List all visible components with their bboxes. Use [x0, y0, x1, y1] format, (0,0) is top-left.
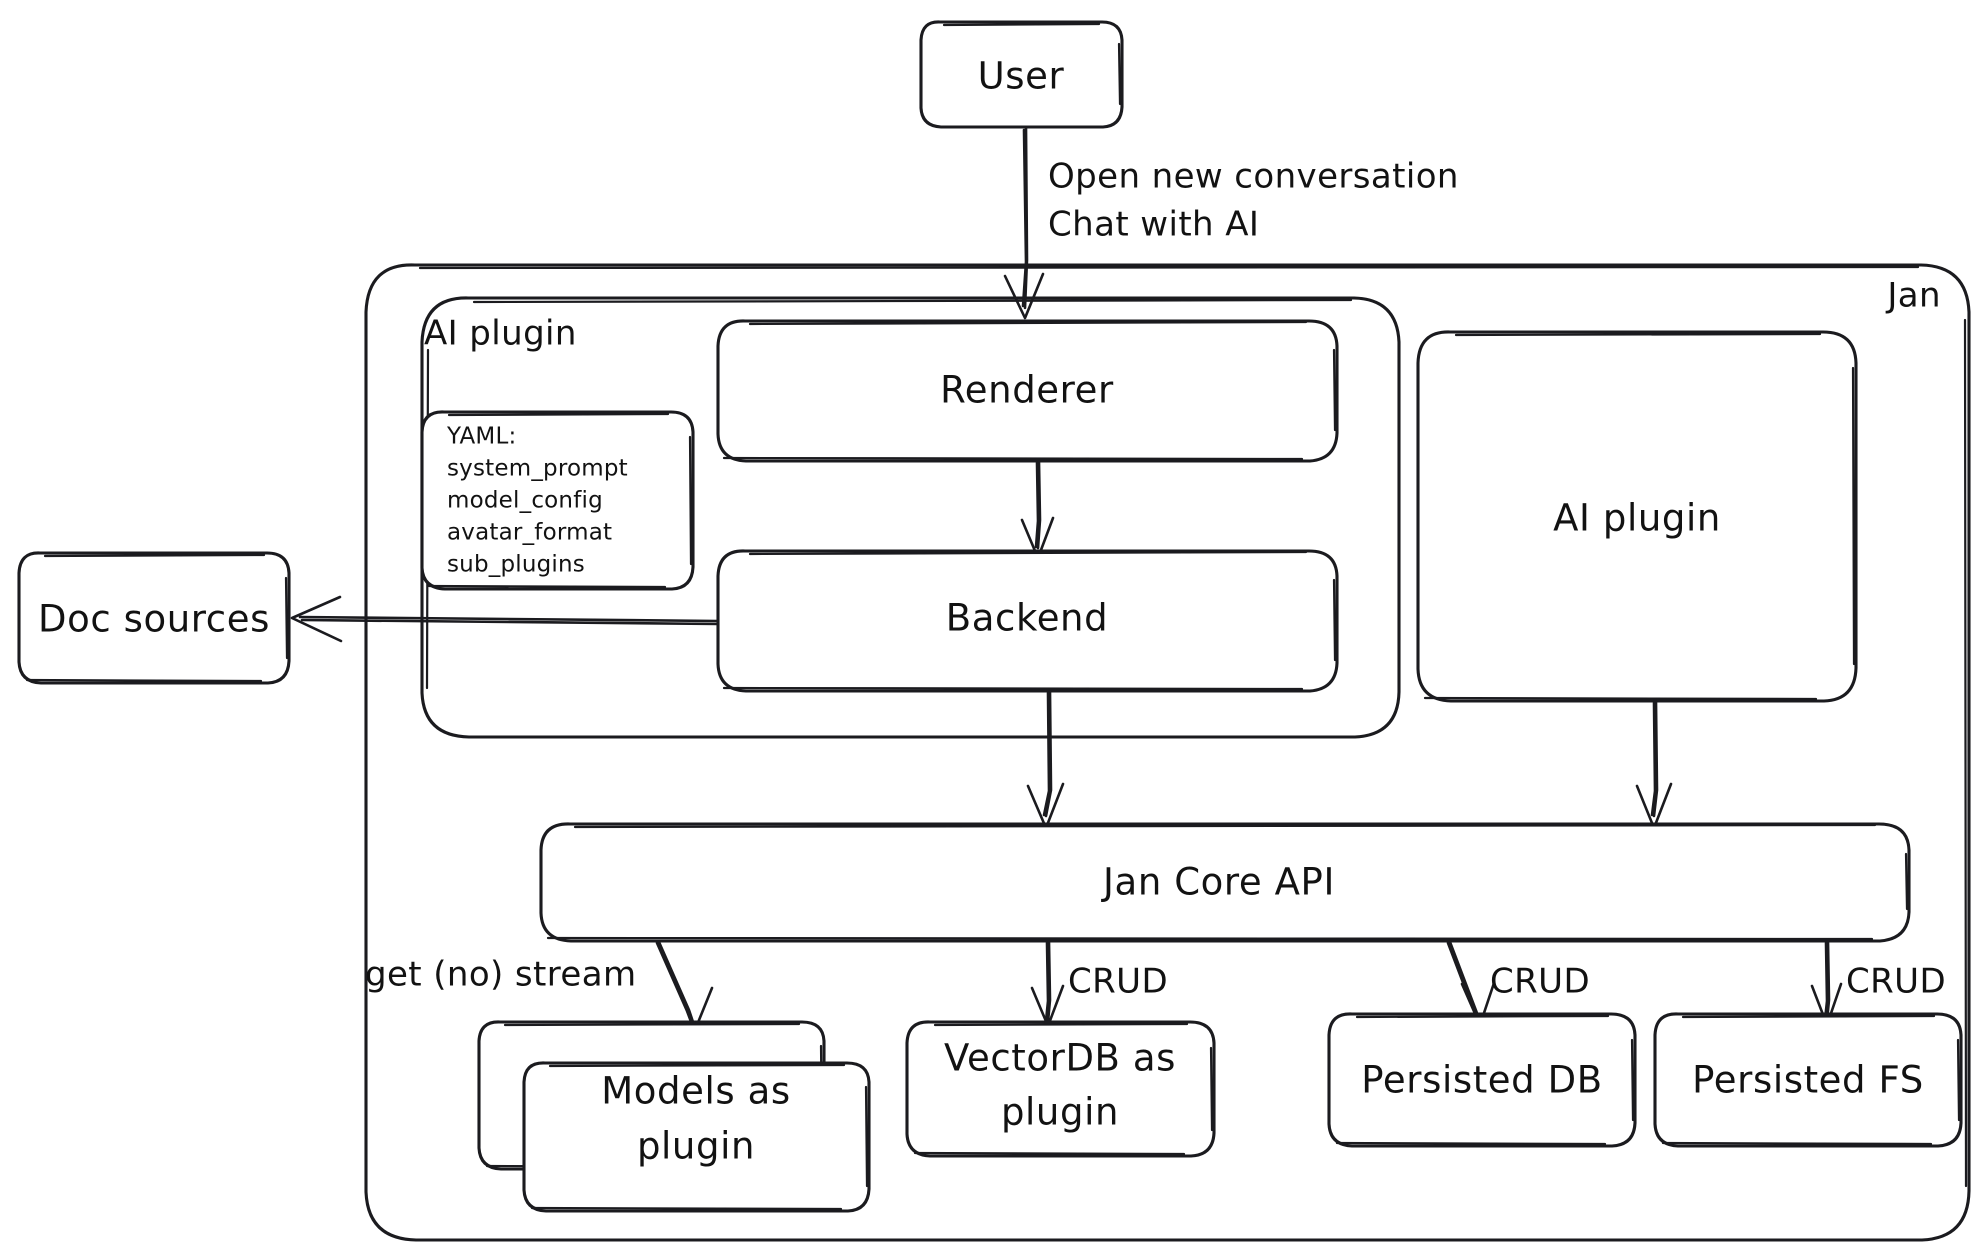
node-renderer[interactable]: Renderer	[716, 319, 1339, 463]
node-models-plugin-line1: Models as	[601, 1070, 790, 1113]
node-ai-plugin[interactable]: AI plugin	[1416, 330, 1858, 703]
node-user-label: User	[978, 55, 1065, 98]
node-backend[interactable]: Backend	[716, 549, 1339, 693]
edge-core-to-persisted-db: CRUD	[1446, 940, 1590, 1027]
yaml-heading: YAML:	[446, 424, 516, 450]
node-persisted-fs[interactable]: Persisted FS	[1653, 1012, 1963, 1148]
node-vectordb-plugin-line1: VectorDB as	[944, 1037, 1176, 1080]
edge-label-crud-fs: CRUD	[1846, 962, 1946, 1002]
node-persisted-db[interactable]: Persisted DB	[1327, 1012, 1637, 1148]
group-jan-label: Jan	[1885, 276, 1941, 316]
yaml-item-model-config: model_config	[447, 488, 603, 514]
node-doc-sources-label: Doc sources	[38, 598, 270, 641]
node-vectordb-plugin-line2: plugin	[1001, 1091, 1119, 1134]
edge-label-chat-with-ai: Chat with AI	[1048, 205, 1259, 245]
node-ai-plugin-label: AI plugin	[1553, 497, 1721, 540]
edge-label-get-no-stream: get (no) stream	[365, 955, 636, 995]
edge-label-crud-db: CRUD	[1490, 962, 1590, 1002]
group-ai-plugin-label: AI plugin	[424, 314, 577, 354]
node-renderer-label: Renderer	[940, 369, 1114, 412]
yaml-item-system-prompt: system_prompt	[447, 456, 628, 482]
node-doc-sources[interactable]: Doc sources	[17, 551, 291, 685]
yaml-item-sub-plugins: sub_plugins	[447, 552, 585, 578]
edge-label-crud-vectordb: CRUD	[1068, 962, 1168, 1002]
node-user[interactable]: User	[919, 20, 1124, 129]
node-persisted-fs-label: Persisted FS	[1692, 1059, 1924, 1102]
yaml-item-avatar-format: avatar_format	[447, 520, 612, 546]
node-models-plugin-line2: plugin	[637, 1125, 755, 1168]
card-yaml-config: YAML: system_prompt model_config avatar_…	[420, 410, 695, 591]
edge-user-to-renderer: Open new conversation Chat with AI	[1003, 126, 1459, 320]
node-persisted-db-label: Persisted DB	[1361, 1059, 1602, 1102]
edge-label-open-conversation: Open new conversation	[1048, 157, 1459, 197]
node-backend-label: Backend	[946, 597, 1108, 640]
node-vectordb-plugin[interactable]: VectorDB as plugin	[905, 1020, 1216, 1158]
node-models-plugin[interactable]: Models as plugin	[477, 1020, 871, 1213]
node-jan-core-api[interactable]: Jan Core API	[539, 822, 1911, 943]
node-jan-core-api-label: Jan Core API	[1101, 861, 1335, 904]
edge-backend-to-doc-sources	[290, 595, 720, 643]
